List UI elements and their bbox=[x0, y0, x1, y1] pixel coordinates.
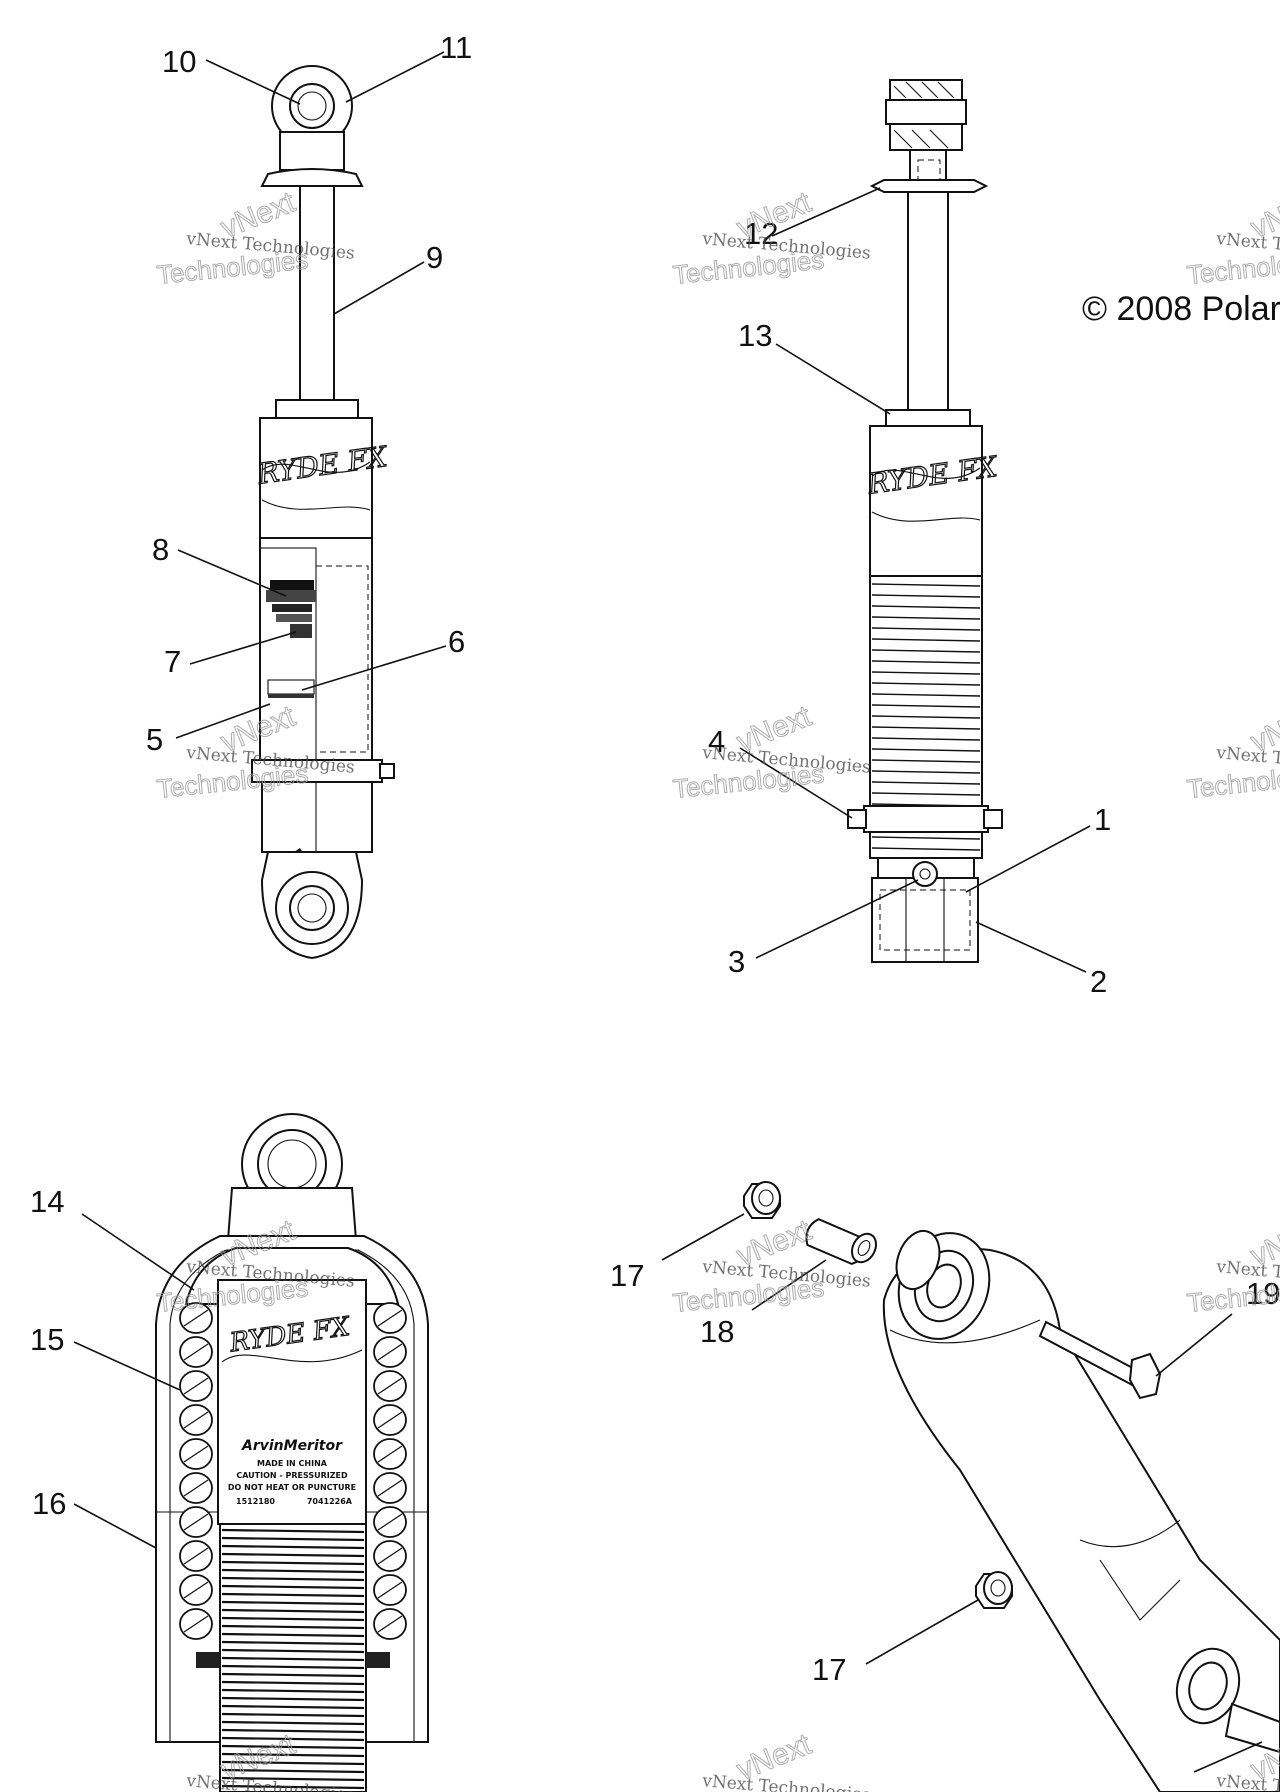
watermark-11: vNext vNext Technologies bbox=[701, 1727, 872, 1792]
label-maker: ArvinMeritor bbox=[241, 1438, 343, 1454]
valve-3 bbox=[912, 861, 938, 887]
callout-17-lower: 17 bbox=[812, 1652, 846, 1687]
callout-1: 1 bbox=[1094, 802, 1111, 837]
svg-text:Technologies: Technologies bbox=[155, 244, 309, 290]
leader-lines bbox=[73, 51, 1263, 1773]
label-line1: MADE IN CHINA bbox=[257, 1459, 328, 1468]
callout-5: 5 bbox=[146, 722, 163, 757]
watermark-9: vNext vNext Technologies Technologies bbox=[1185, 1213, 1280, 1318]
watermark-2: vNext vNext Technologies Technologies bbox=[671, 185, 872, 290]
bushing-10 bbox=[289, 83, 335, 129]
mount-bushing bbox=[885, 99, 967, 125]
copyright-text: © 2008 Polar bbox=[1082, 290, 1280, 328]
callout-6: 6 bbox=[448, 624, 465, 659]
callout-7: 7 bbox=[164, 644, 181, 679]
callout-3: 3 bbox=[728, 944, 745, 979]
callout-9: 9 bbox=[426, 240, 443, 275]
callout-18: 18 bbox=[700, 1314, 734, 1349]
callout-10: 10 bbox=[162, 44, 196, 79]
label-line2: CAUTION - PRESSURIZED bbox=[236, 1471, 348, 1480]
callout-2: 2 bbox=[1090, 964, 1107, 999]
callout-12: 12 bbox=[744, 216, 778, 251]
shock-side-view: RYDE FX bbox=[847, 79, 1003, 963]
shock-cutaway-view: RYDE FX bbox=[251, 65, 395, 960]
shock-mounting-assembly bbox=[743, 1181, 1280, 1792]
bumper-plate bbox=[260, 168, 364, 187]
callout-8: 8 bbox=[152, 532, 169, 567]
shaft-9 bbox=[299, 185, 335, 401]
spring-15 bbox=[179, 1302, 213, 1640]
piston-8 bbox=[270, 580, 314, 590]
callout-17-top: 17 bbox=[610, 1258, 644, 1293]
label-line3: DO NOT HEAT OR PUNCTURE bbox=[228, 1483, 356, 1492]
svg-text:Technologies: Technologies bbox=[1185, 1272, 1280, 1318]
callout-14: 14 bbox=[30, 1184, 64, 1219]
callout-numbers: 1 2 3 4 5 6 7 8 9 10 11 12 13 14 15 16 1… bbox=[30, 30, 1280, 1687]
callout-16: 16 bbox=[32, 1486, 66, 1521]
label-part-right: 7041226A bbox=[307, 1497, 353, 1506]
svg-text:Technologies: Technologies bbox=[1185, 758, 1280, 804]
watermark-3: vNext vNext Technologies Technologies bbox=[1185, 185, 1280, 290]
svg-text:vNext Technologies: vNext Technologies bbox=[701, 1771, 872, 1792]
watermark-5: vNext vNext Technologies Technologies bbox=[671, 699, 872, 804]
shock-body-upper bbox=[259, 417, 373, 539]
callout-15: 15 bbox=[30, 1322, 64, 1357]
svg-text:Technologies: Technologies bbox=[671, 758, 825, 804]
svg-text:Technologies: Technologies bbox=[1185, 244, 1280, 290]
svg-text:Technologies: Technologies bbox=[671, 1272, 825, 1318]
svg-text:Technologies: Technologies bbox=[671, 244, 825, 290]
label-part-left: 1512180 bbox=[236, 1497, 275, 1506]
callout-4: 4 bbox=[708, 724, 725, 759]
shock-spring-view: RYDE FX ArvinMeritor MADE IN CHINA CAUTI… bbox=[155, 1113, 429, 1792]
nut-7 bbox=[290, 624, 312, 638]
callout-13: 13 bbox=[738, 318, 772, 353]
cap-13 bbox=[885, 409, 971, 427]
callout-11: 11 bbox=[440, 30, 472, 65]
callout-19: 19 bbox=[1246, 1276, 1280, 1311]
adjuster-collar-4 bbox=[863, 805, 989, 833]
washer-12 bbox=[869, 179, 989, 193]
watermark-6: vNext vNext Technologies Technologies bbox=[1185, 699, 1280, 804]
svg-text:vNext Technologies: vNext Technologies bbox=[1215, 1771, 1280, 1792]
lower-mount-1 bbox=[871, 877, 979, 963]
